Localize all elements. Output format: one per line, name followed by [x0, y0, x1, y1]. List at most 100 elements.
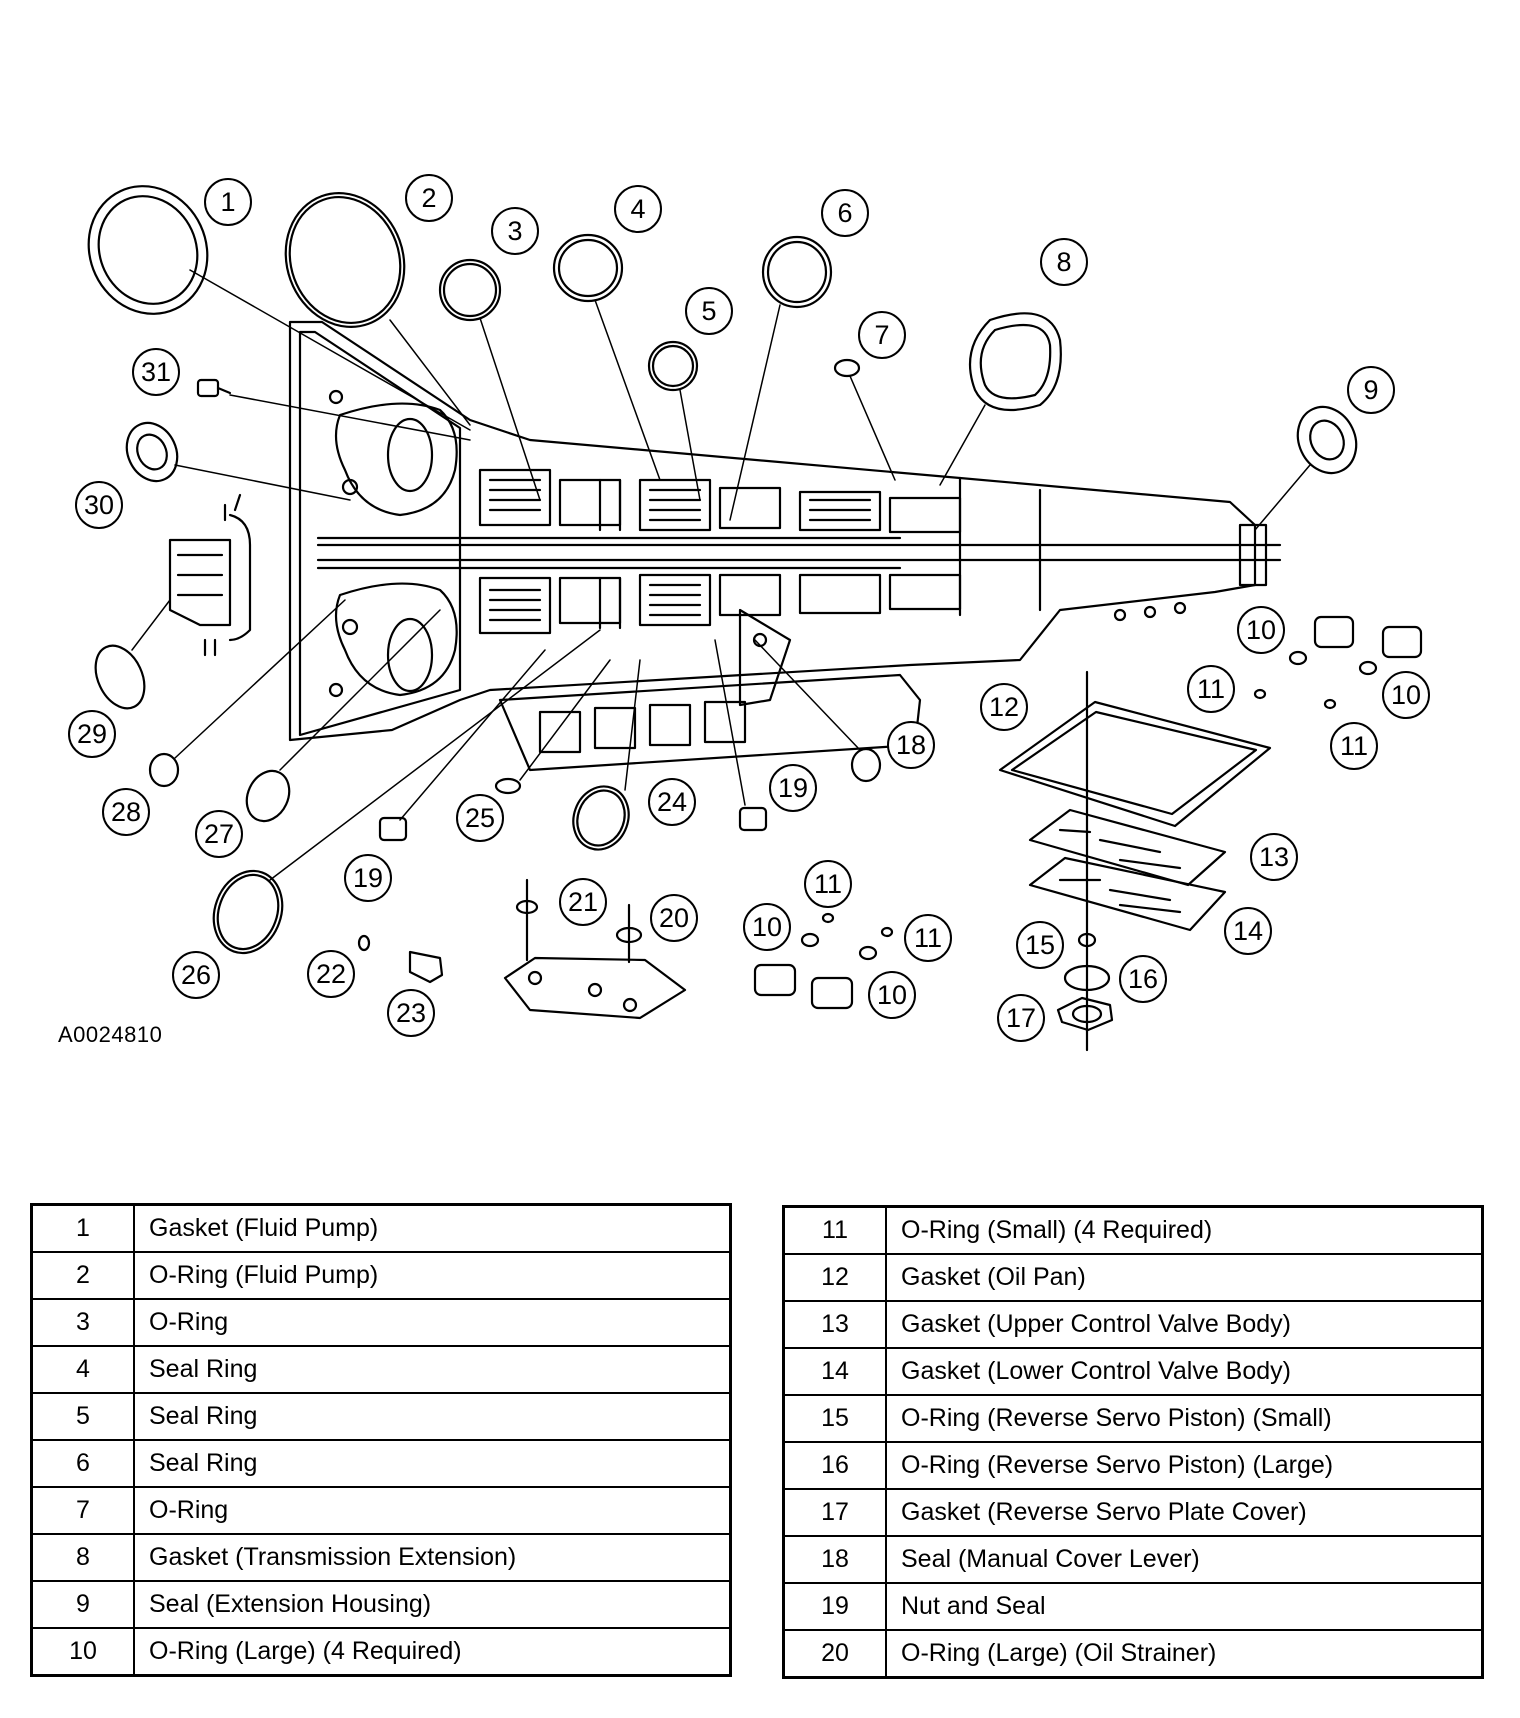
svg-text:12: 12: [989, 692, 1019, 722]
callout-9: 9: [1347, 366, 1395, 414]
item-description: O-Ring (Large) (Oil Strainer): [885, 1629, 1484, 1679]
item-number: 14: [782, 1347, 887, 1396]
callout-29: 29: [68, 710, 116, 758]
svg-text:10: 10: [1391, 680, 1421, 710]
callout-12: 12: [980, 683, 1028, 731]
item-description: Gasket (Upper Control Valve Body): [885, 1300, 1484, 1349]
item-number: 10: [30, 1627, 135, 1677]
callout-28: 28: [102, 788, 150, 836]
svg-text:26: 26: [181, 960, 211, 990]
callout-13: 13: [1250, 833, 1298, 881]
callout-22: 22: [307, 950, 355, 998]
svg-text:2: 2: [421, 183, 436, 213]
svg-text:10: 10: [752, 912, 782, 942]
callout-8: 8: [1040, 238, 1088, 286]
callout-23: 23: [387, 989, 435, 1037]
svg-text:31: 31: [141, 357, 171, 387]
svg-text:11: 11: [914, 923, 942, 953]
callout-20: 20: [650, 894, 698, 942]
callout-2: 2: [405, 174, 453, 222]
item-number: 12: [782, 1253, 887, 1302]
callout-31: 31: [132, 348, 180, 396]
svg-text:6: 6: [837, 198, 852, 228]
svg-text:25: 25: [465, 803, 495, 833]
item-number: 20: [782, 1629, 887, 1679]
callout-5: 5: [685, 287, 733, 335]
svg-text:4: 4: [630, 194, 645, 224]
svg-text:20: 20: [659, 903, 689, 933]
exploded-parts: [87, 185, 1423, 1052]
item-description: O-Ring (Reverse Servo Piston) (Large): [885, 1441, 1484, 1490]
callout-7: 7: [858, 311, 906, 359]
item-number: 3: [30, 1298, 135, 1347]
svg-text:22: 22: [316, 959, 346, 989]
callout-11b: 11: [1330, 722, 1378, 770]
item-number: 13: [782, 1300, 887, 1349]
svg-text:29: 29: [77, 719, 107, 749]
item-number: 11: [782, 1205, 887, 1255]
item-number: 9: [30, 1580, 135, 1629]
item-description: O-Ring (Reverse Servo Piston) (Small): [885, 1394, 1484, 1443]
svg-text:10: 10: [1246, 615, 1276, 645]
svg-text:11: 11: [1340, 731, 1368, 761]
item-number: 19: [782, 1582, 887, 1631]
callout-10b: 10: [1382, 671, 1430, 719]
item-number: 8: [30, 1533, 135, 1582]
transmission-case-drawing: [288, 320, 1282, 772]
svg-text:11: 11: [814, 869, 842, 899]
callout-10c: 10: [743, 903, 791, 951]
svg-text:11: 11: [1197, 674, 1225, 704]
svg-text:23: 23: [396, 998, 426, 1028]
callout-4: 4: [614, 185, 662, 233]
svg-text:21: 21: [568, 887, 598, 917]
callout-6: 6: [821, 189, 869, 237]
svg-text:24: 24: [657, 787, 687, 817]
svg-text:18: 18: [896, 730, 926, 760]
item-description: Gasket (Transmission Extension): [133, 1533, 732, 1582]
callout-10d: 10: [868, 971, 916, 1019]
callout-10a: 10: [1237, 606, 1285, 654]
callout-3: 3: [491, 207, 539, 255]
item-number: 1: [30, 1203, 135, 1253]
leader-lines: [131, 269, 1311, 881]
item-description: Nut and Seal: [885, 1582, 1484, 1631]
svg-text:8: 8: [1056, 247, 1071, 277]
item-description: Seal Ring: [133, 1392, 732, 1441]
callout-30: 30: [75, 481, 123, 529]
item-number: 16: [782, 1441, 887, 1490]
item-number: 18: [782, 1535, 887, 1584]
svg-text:10: 10: [877, 980, 907, 1010]
exploded-transmission-diagram: 1 2 3 4 5 6 7 8 9 10 10 10 10 11 11 11 1…: [68, 174, 1430, 1052]
item-description: Seal Ring: [133, 1439, 732, 1488]
callout-15: 15: [1016, 921, 1064, 969]
item-description: O-Ring (Small) (4 Required): [885, 1205, 1484, 1255]
svg-text:27: 27: [204, 819, 234, 849]
callout-14: 14: [1224, 907, 1272, 955]
callout-21: 21: [559, 878, 607, 926]
item-description: Gasket (Lower Control Valve Body): [885, 1347, 1484, 1396]
item-description: Seal Ring: [133, 1345, 732, 1394]
svg-text:19: 19: [778, 773, 808, 803]
item-description: Seal (Manual Cover Lever): [885, 1535, 1484, 1584]
svg-text:30: 30: [84, 490, 114, 520]
item-number: 2: [30, 1251, 135, 1300]
item-number: 7: [30, 1486, 135, 1535]
svg-text:17: 17: [1006, 1003, 1036, 1033]
callout-24: 24: [648, 778, 696, 826]
callout-16: 16: [1119, 955, 1167, 1003]
